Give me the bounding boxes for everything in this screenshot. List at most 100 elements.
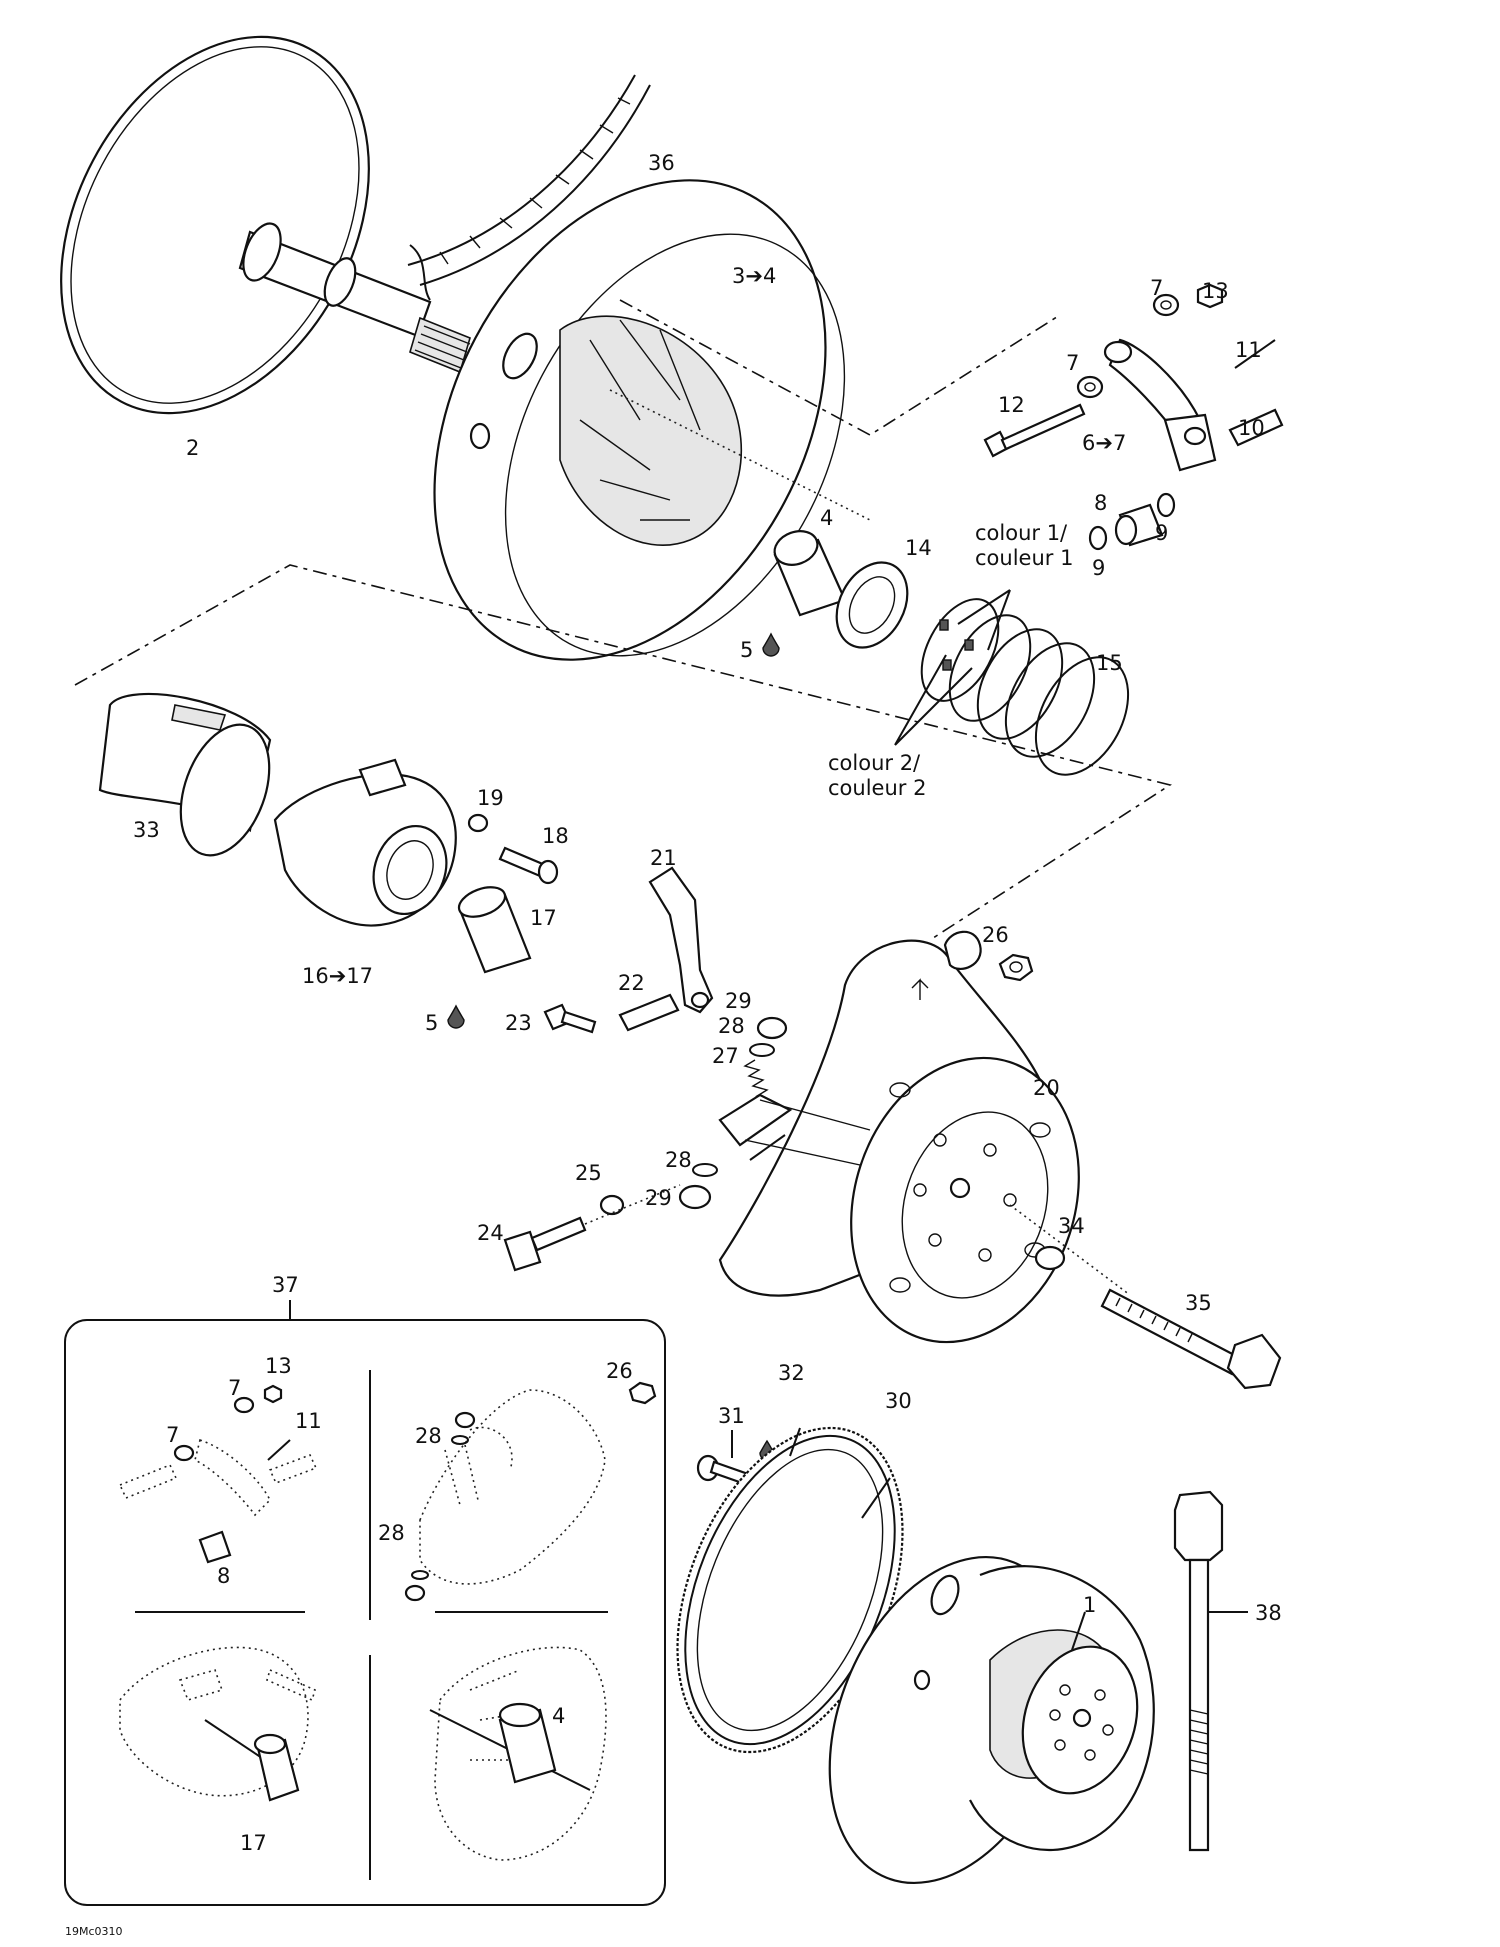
part-9-washer-b bbox=[1088, 525, 1108, 551]
label-26-inset: 26 bbox=[606, 1359, 633, 1383]
label-26-main: 26 bbox=[982, 923, 1009, 947]
part-25-washer bbox=[599, 1194, 625, 1216]
label-7-d: 7 bbox=[166, 1423, 179, 1447]
part-5-grease-drop-lower bbox=[447, 1004, 465, 1029]
colour2-pointer bbox=[894, 654, 973, 746]
label-9-b: 9 bbox=[1092, 556, 1105, 580]
part-35-bolt bbox=[1100, 1288, 1282, 1390]
part-34-washer bbox=[1034, 1245, 1066, 1271]
label-13-inset: 13 bbox=[265, 1354, 292, 1378]
label-7-a: 7 bbox=[1150, 276, 1163, 300]
label-28-a: 28 bbox=[718, 1014, 745, 1038]
label-18: 18 bbox=[542, 824, 569, 848]
part-7-bushing-a bbox=[1152, 293, 1180, 317]
label-15: 15 bbox=[1096, 651, 1123, 675]
part-29-cap-lower bbox=[678, 1184, 712, 1210]
label-31: 31 bbox=[718, 1404, 745, 1428]
part-21-lever bbox=[648, 866, 714, 1014]
label-28-c: 28 bbox=[415, 1424, 442, 1448]
label-6-7: 6➔7 bbox=[1082, 431, 1126, 455]
part-12-bolt bbox=[983, 403, 1086, 458]
label-9-a: 9 bbox=[1155, 521, 1168, 545]
label-28-b: 28 bbox=[665, 1148, 692, 1172]
label-16-17: 16➔17 bbox=[302, 964, 373, 988]
part-15-spring bbox=[920, 598, 1130, 776]
label-12: 12 bbox=[998, 393, 1025, 417]
label-28-d: 28 bbox=[378, 1521, 405, 1545]
label-24: 24 bbox=[477, 1221, 504, 1245]
label-5-upper: 5 bbox=[740, 638, 753, 662]
label-22: 22 bbox=[618, 971, 645, 995]
part-3-movable-sheave bbox=[433, 179, 871, 661]
note-colour1-line2: couleur 1 bbox=[975, 546, 1073, 570]
label-11-main: 11 bbox=[1235, 338, 1262, 362]
alignment-line-upper bbox=[619, 299, 1061, 436]
part-33-cover-band bbox=[98, 692, 272, 857]
part-31-screw bbox=[696, 1454, 750, 1486]
part-28-ring-lower bbox=[692, 1163, 718, 1177]
label-17-inset: 17 bbox=[240, 1831, 267, 1855]
label-8-main: 8 bbox=[1094, 491, 1107, 515]
colour1-pointer bbox=[957, 589, 1011, 651]
label-35: 35 bbox=[1185, 1291, 1212, 1315]
part-10-pin bbox=[1228, 408, 1284, 447]
part-22-pin bbox=[618, 993, 680, 1032]
part-37-kit-inset bbox=[64, 1300, 666, 1906]
note-colour2-line2: couleur 2 bbox=[828, 776, 926, 800]
label-13-main: 13 bbox=[1202, 279, 1229, 303]
label-10: 10 bbox=[1238, 416, 1265, 440]
label-36: 36 bbox=[648, 151, 675, 175]
part-5-grease-drop-upper bbox=[762, 632, 780, 657]
part-6-roller-arm bbox=[1103, 338, 1217, 472]
label-8-inset: 8 bbox=[217, 1564, 230, 1588]
label-25: 25 bbox=[575, 1161, 602, 1185]
label-14: 14 bbox=[905, 536, 932, 560]
part-20-spider-housing bbox=[718, 930, 1080, 1344]
part-36-drive-belt bbox=[407, 74, 651, 301]
label-3-4: 3➔4 bbox=[732, 264, 776, 288]
label-4-main: 4 bbox=[820, 506, 833, 530]
label-37: 37 bbox=[272, 1273, 299, 1297]
note-colour1-line1: colour 1/ bbox=[975, 521, 1068, 545]
part-9-washer-a bbox=[1156, 492, 1176, 518]
label-34: 34 bbox=[1058, 1214, 1085, 1238]
label-27: 27 bbox=[712, 1044, 739, 1068]
part-26-nut bbox=[998, 953, 1034, 982]
label-30: 30 bbox=[885, 1389, 912, 1413]
part-28-ring-upper bbox=[749, 1043, 775, 1057]
label-20: 20 bbox=[1033, 1076, 1060, 1100]
label-7-b: 7 bbox=[1066, 351, 1079, 375]
axis-line-24 bbox=[584, 1184, 681, 1225]
part-13-nut bbox=[1196, 283, 1224, 309]
label-7-c: 7 bbox=[228, 1376, 241, 1400]
part-23-screw bbox=[543, 1003, 597, 1034]
part-11-cotter-pin bbox=[1234, 339, 1276, 369]
label-38: 38 bbox=[1255, 1601, 1282, 1625]
label-29-b: 29 bbox=[645, 1186, 672, 1210]
part-18-screw bbox=[498, 846, 559, 885]
leader-lines bbox=[731, 1134, 1086, 1651]
label-33: 33 bbox=[133, 818, 160, 842]
part-16-spider bbox=[273, 758, 457, 927]
part-1-drive-pulley bbox=[828, 1555, 1155, 1885]
label-21: 21 bbox=[650, 846, 677, 870]
label-32: 32 bbox=[778, 1361, 805, 1385]
label-19: 19 bbox=[477, 786, 504, 810]
part-24-bolt bbox=[503, 1216, 587, 1272]
label-17-main: 17 bbox=[530, 906, 557, 930]
axis-line-shaft bbox=[1009, 1204, 1131, 1296]
label-5-lower: 5 bbox=[425, 1011, 438, 1035]
part-2-fixed-sheave bbox=[60, 35, 471, 415]
part-27-spring bbox=[743, 1059, 772, 1101]
label-2: 2 bbox=[186, 436, 199, 460]
label-1: 1 bbox=[1083, 1593, 1096, 1617]
part-17-bushing bbox=[457, 886, 532, 974]
label-23: 23 bbox=[505, 1011, 532, 1035]
part-7-bushing-b bbox=[1076, 375, 1104, 399]
alignment-line-lower bbox=[74, 564, 1172, 941]
label-4-inset: 4 bbox=[552, 1704, 565, 1728]
label-11-inset: 11 bbox=[295, 1409, 322, 1433]
part-4-bushing bbox=[773, 530, 847, 617]
note-colour2-line1: colour 2/ bbox=[828, 751, 921, 775]
